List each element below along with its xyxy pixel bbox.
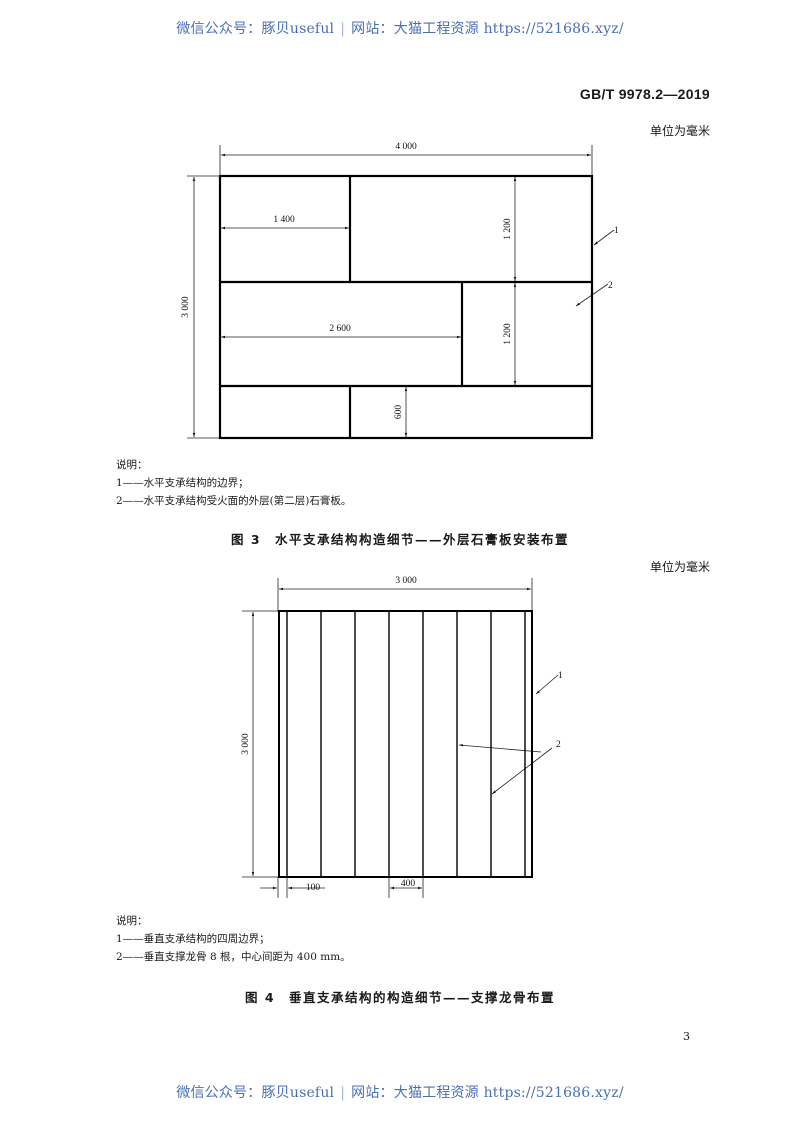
dim-bottom-height: 600 xyxy=(394,405,404,420)
watermark-separator: | xyxy=(340,1085,346,1101)
watermark-top: 微信公众号：豚贝useful | 网站：大猫工程资源 https://521686.… xyxy=(0,18,800,38)
figure4-legend-item: 1——垂直支承结构的四周边界； xyxy=(116,933,270,945)
page-number: 3 xyxy=(683,1030,690,1043)
figure3-legend: 说明： 1——水平支承结构的边界； 2——水平支承结构受火面的外层(第二层)石膏… xyxy=(116,456,351,510)
figure4-caption: 图 4 垂直支承结构的构造细节——支撑龙骨布置 xyxy=(244,990,556,1005)
figure3-board-outlines xyxy=(218,174,594,440)
figure4-callout-2: 2 xyxy=(556,740,561,750)
fig4-dim-edge-offset: 100 xyxy=(306,883,321,893)
watermark-separator: | xyxy=(340,21,346,37)
dim-top-left-width: 1 400 xyxy=(273,215,295,225)
watermark-wechat: 微信公众号：豚贝useful xyxy=(176,21,335,37)
dim-top-right-height: 1 200 xyxy=(503,218,513,240)
dim-total-width: 4 000 xyxy=(395,142,417,152)
figure3-unit-note: 单位为毫米 xyxy=(649,124,710,138)
standard-code: GB/T 9978.2—2019 xyxy=(579,86,710,102)
figure3-legend-item: 2——水平支承结构受火面的外层(第二层)石膏板。 xyxy=(116,495,352,507)
figure4-frame-and-studs xyxy=(278,610,533,878)
dim-total-height: 3 000 xyxy=(181,296,191,318)
fig4-dim-total-width: 3 000 xyxy=(395,576,417,586)
figure4-callout-1: 1 xyxy=(558,671,563,681)
figure3-caption: 图 3 水平支承结构构造细节——外层石膏板安装布置 xyxy=(230,532,570,547)
watermark-site-link[interactable]: 网站：大猫工程资源 https://521686.xyz/ xyxy=(351,21,624,37)
dim-middle-left-width: 2 600 xyxy=(329,324,351,334)
figure4-dimension-lines xyxy=(242,578,559,898)
dim-middle-right-height: 1 200 xyxy=(503,323,513,345)
figure4-legend: 说明： 1——垂直支承结构的四周边界； 2——垂直支撑龙骨 8 根，中心间距为 … xyxy=(116,912,351,966)
figure3-legend-item: 1——水平支承结构的边界； xyxy=(116,477,249,489)
figure3-callout-1: 1 xyxy=(614,226,619,236)
fig4-dim-stud-spacing: 400 xyxy=(401,879,416,889)
figure4-unit-note: 单位为毫米 xyxy=(649,560,710,574)
figure3-legend-title: 说明： xyxy=(116,459,148,471)
figure3-callout-2: 2 xyxy=(608,281,613,291)
watermark-wechat: 微信公众号：豚贝useful xyxy=(176,1085,335,1101)
figure3-dimension-lines xyxy=(187,145,615,439)
watermark-bottom: 微信公众号：豚贝useful | 网站：大猫工程资源 https://521686.… xyxy=(0,1082,800,1102)
figure4-legend-item: 2——垂直支撑龙骨 8 根，中心间距为 400 mm。 xyxy=(116,951,351,963)
fig4-dim-total-height: 3 000 xyxy=(241,733,251,755)
watermark-site-link[interactable]: 网站：大猫工程资源 https://521686.xyz/ xyxy=(351,1085,624,1101)
figure4-legend-title: 说明： xyxy=(116,915,148,927)
